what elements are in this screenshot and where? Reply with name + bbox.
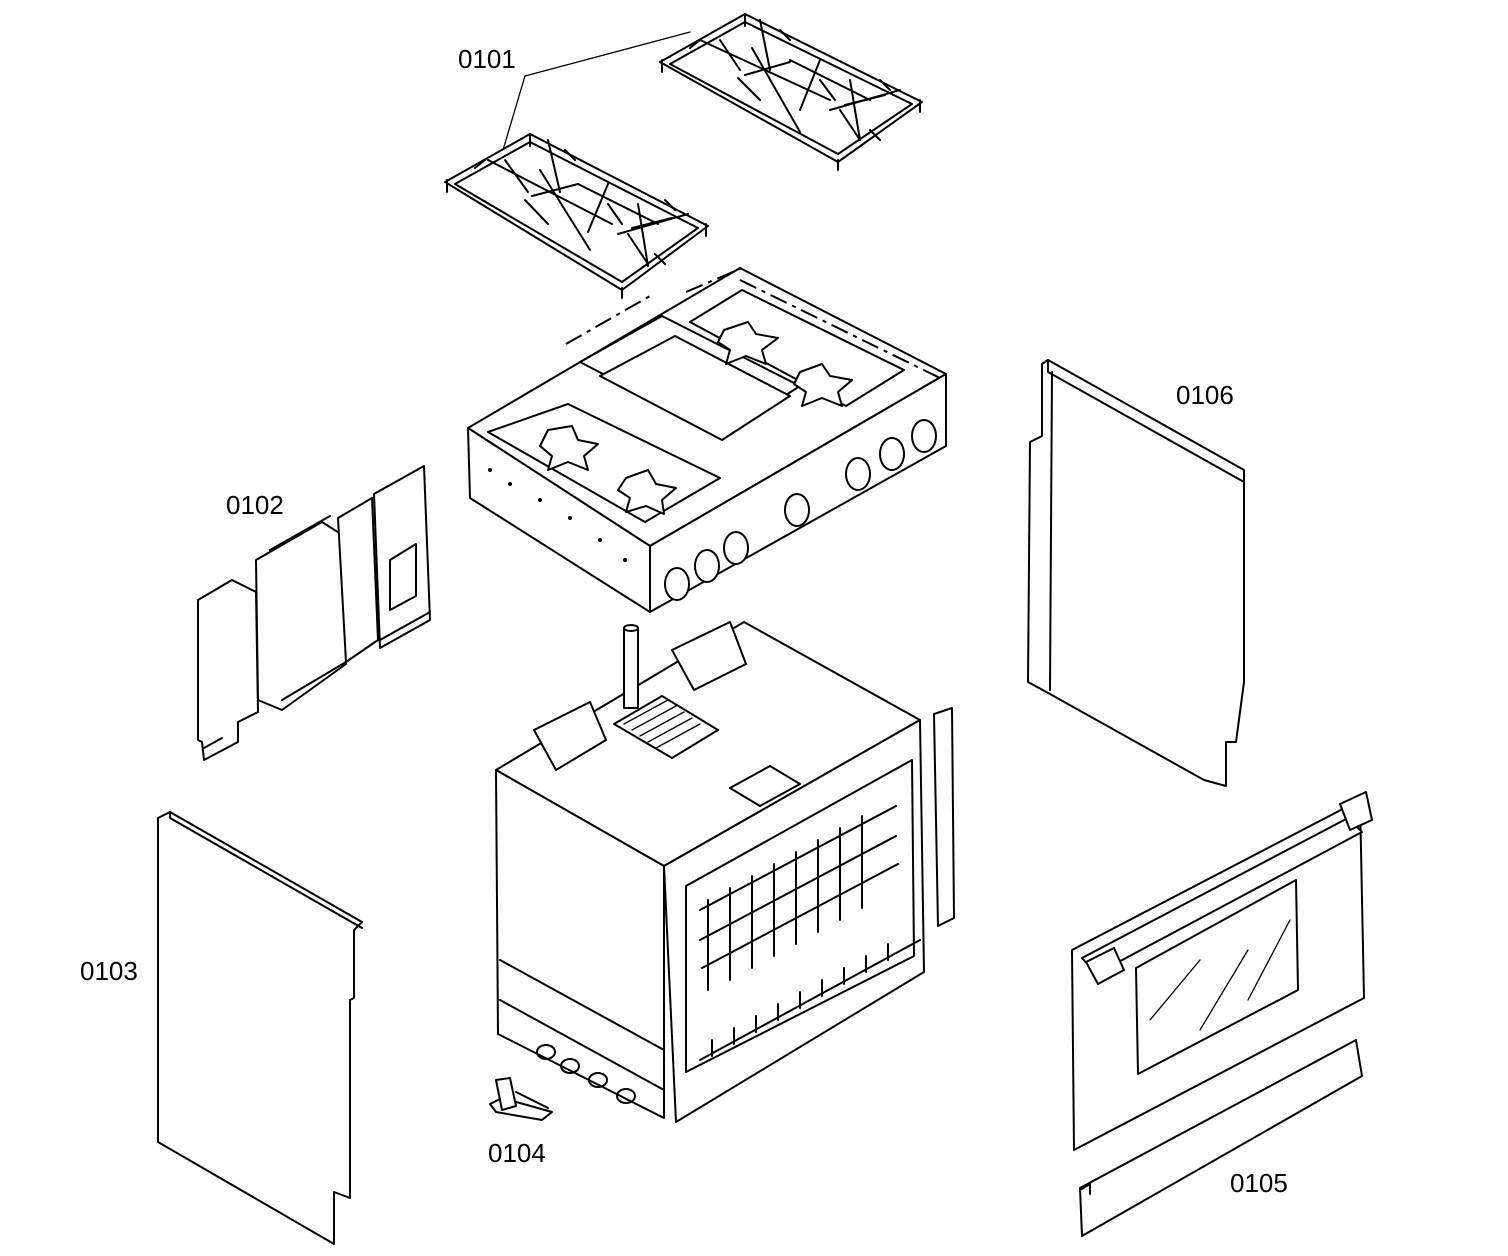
part-0101-grates: 0101 <box>444 13 923 299</box>
burner-icon <box>539 321 853 515</box>
flue-tube <box>623 627 639 709</box>
label-0101: 0101 <box>458 44 516 74</box>
rivets <box>488 468 627 562</box>
leader-line-0101-a <box>524 31 691 77</box>
part-0105-door: 0105 <box>1071 791 1373 1237</box>
part-0102-back-panel: 0102 <box>197 465 431 761</box>
label-0105: 0105 <box>1230 1168 1288 1198</box>
label-0106: 0106 <box>1176 380 1234 410</box>
vent-slots <box>699 939 921 1061</box>
oven-racks <box>699 805 899 991</box>
grill-pad <box>613 695 719 759</box>
grate-lower <box>444 133 709 299</box>
label-0102: 0102 <box>226 490 284 520</box>
door-window <box>1135 879 1299 1075</box>
oven-body <box>495 621 955 1123</box>
leader-line-0101-b <box>502 75 526 151</box>
igniter-blocks <box>533 621 747 771</box>
side-holes <box>536 1044 636 1104</box>
control-knobs <box>664 419 937 601</box>
kickplate <box>1079 1039 1363 1237</box>
label-0104: 0104 <box>488 1138 546 1168</box>
part-0106-right-side-panel: 0106 <box>1027 359 1245 787</box>
grate-upper <box>659 13 923 171</box>
part-0104-kick-bracket: 0104 <box>488 1077 553 1168</box>
cooktop-assembly <box>467 267 947 613</box>
label-0103: 0103 <box>80 956 138 986</box>
part-0103-left-side-panel: 0103 <box>80 811 363 1245</box>
